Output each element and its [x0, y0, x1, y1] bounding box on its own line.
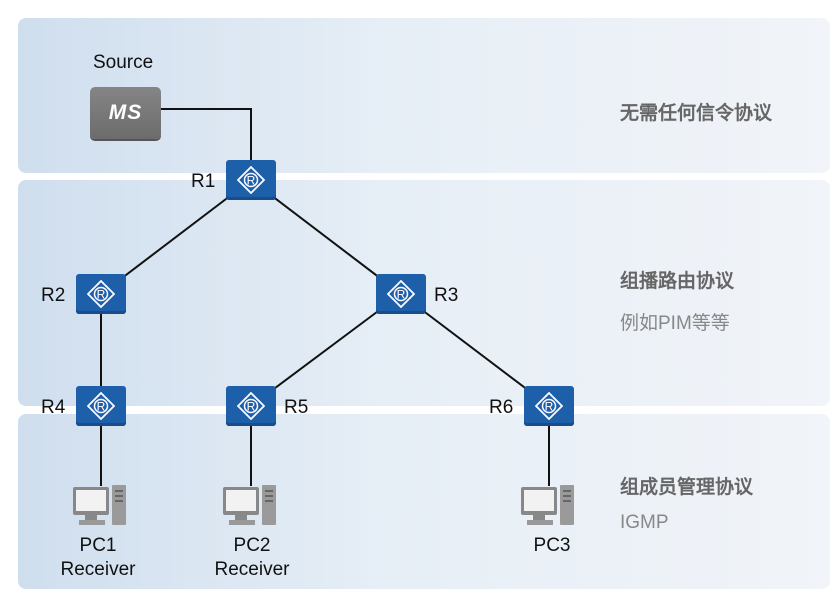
svg-text:R: R: [397, 288, 406, 302]
router-r5-label: R5: [284, 397, 309, 418]
source-label: Source: [93, 52, 154, 73]
ms-device-label: MS: [108, 101, 143, 124]
svg-text:R: R: [545, 400, 554, 414]
pc3-name: PC3: [533, 535, 571, 556]
pc2-name: PC2: [233, 535, 271, 556]
pc3-label: PC3: [492, 534, 612, 558]
pc3-computer-icon: [521, 485, 574, 525]
pc1-computer-icon: [73, 485, 126, 525]
ms-server-icon: MS: [90, 87, 161, 139]
layer-band-membership: [18, 414, 830, 589]
layer-middle-subtitle: 例如PIM等等: [620, 313, 730, 334]
router-r3-label: R3: [434, 285, 459, 306]
pc2-computer-icon: [223, 485, 276, 525]
layer-bottom-subtitle: IGMP: [620, 512, 669, 533]
layer-top-title: 无需任何信令协议: [620, 102, 773, 124]
layer-bottom-title: 组成员管理协议: [620, 476, 754, 498]
pc1-label: PC1 Receiver: [38, 534, 158, 582]
pc2-role: Receiver: [214, 559, 290, 580]
pc1-role: Receiver: [60, 559, 136, 580]
router-r1-icon: R: [226, 160, 276, 200]
router-r3-icon: R: [376, 274, 426, 314]
svg-text:R: R: [97, 400, 106, 414]
svg-text:R: R: [247, 400, 256, 414]
pc2-label: PC2 Receiver: [192, 534, 312, 582]
router-r5-icon: R: [226, 386, 276, 426]
svg-text:R: R: [247, 174, 256, 188]
link-ms-r1: [161, 108, 252, 160]
router-r2-icon: R: [76, 274, 126, 314]
pc1-name: PC1: [79, 535, 117, 556]
router-r4-icon: R: [76, 386, 126, 426]
router-r6-label: R6: [489, 397, 514, 418]
router-r4-label: R4: [41, 397, 66, 418]
svg-text:R: R: [97, 288, 106, 302]
router-r6-icon: R: [524, 386, 574, 426]
router-r2-label: R2: [41, 285, 66, 306]
layer-middle-title: 组播路由协议: [620, 270, 735, 292]
router-r1-label: R1: [191, 171, 216, 192]
